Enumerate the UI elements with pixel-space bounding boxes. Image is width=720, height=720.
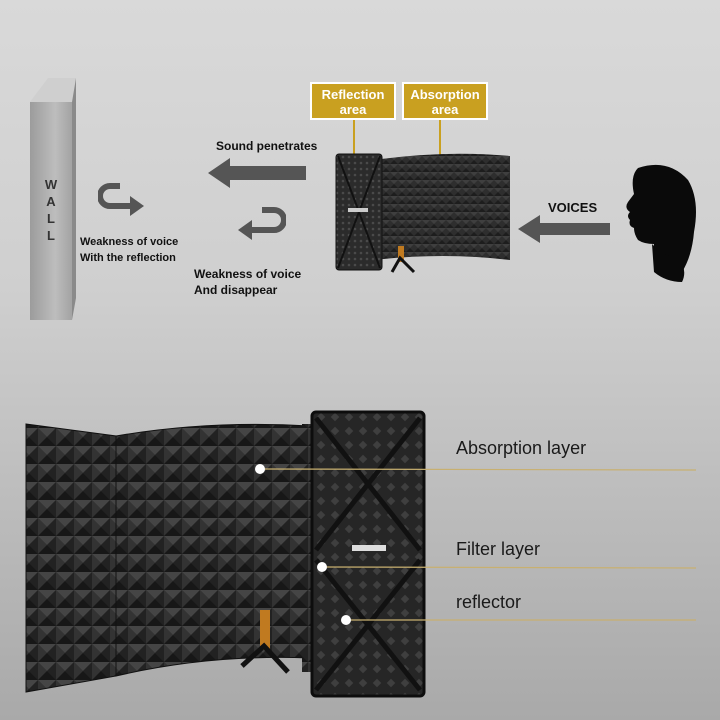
absorption-layer-label: Absorption layer (456, 438, 587, 458)
wall-letter: A (46, 194, 56, 209)
absorption-area-line-1: Absorption (410, 87, 480, 102)
wall-letter: L (47, 228, 55, 243)
reflection-area-label: Reflection area (310, 82, 396, 120)
weak-disappear-line-1: Weakness of voice (194, 267, 302, 281)
weak-disappear-line-2: And disappear (194, 283, 278, 297)
voices-arrow-icon (518, 215, 610, 243)
leader-lines (255, 464, 697, 625)
weak-disappear-text: Weakness of voice And disappear (194, 266, 334, 298)
reflection-area-line-1: Reflection (321, 87, 385, 102)
reflector-label: reflector (456, 592, 522, 612)
wall-letter: W (44, 177, 58, 192)
weak-reflect-text: Weakness of voice With the reflection (80, 234, 200, 266)
wall-block (30, 78, 76, 320)
weak-reflect-line-2: With the reflection (80, 252, 176, 264)
small-shield-image (335, 153, 510, 274)
reflect-arrow-icon (98, 183, 144, 216)
large-shield-image (25, 410, 426, 698)
disappear-arrow-icon (238, 207, 286, 240)
absorption-area-line-2: area (431, 102, 459, 117)
sound-penetrates-label: Sound penetrates (216, 139, 318, 153)
wall-label: W A L L (30, 176, 72, 244)
sound-arrow-icon (208, 158, 306, 188)
filter-layer-label: Filter layer (456, 539, 541, 559)
absorption-area-label: Absorption area (402, 82, 488, 120)
voices-label: VOICES (548, 200, 598, 215)
weak-reflect-line-1: Weakness of voice (80, 236, 179, 248)
reflection-area-line-2: area (339, 102, 367, 117)
wall-letter: L (47, 211, 55, 226)
head-silhouette-icon (626, 164, 696, 282)
